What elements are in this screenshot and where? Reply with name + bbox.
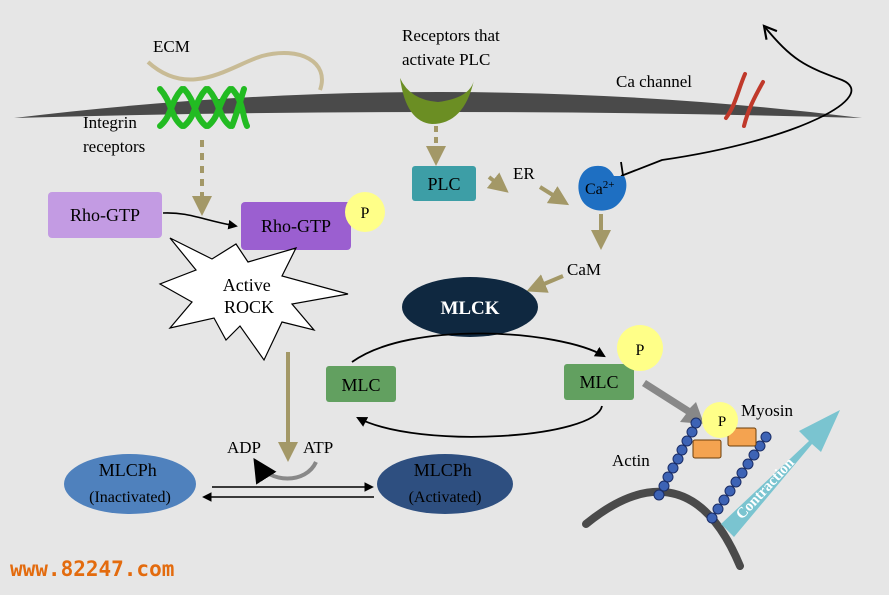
plc-receptors-label: Receptors that activate PLC [402, 26, 504, 69]
mlc-right-label: MLC [579, 372, 618, 392]
rho-phospho-label: P [361, 205, 370, 222]
mlcph-inactive-ellipse [64, 454, 196, 514]
myosin-heads [692, 427, 757, 459]
mlcph-inactive-label: MLCPh (Inactivated) [89, 460, 171, 506]
plc-label: PLC [427, 174, 460, 194]
rho-gtp-active-box [241, 202, 351, 250]
cam-to-mlck-arrow [526, 274, 564, 293]
ecm-fiber [146, 51, 324, 91]
thick-filament [582, 487, 744, 570]
actin-filament-right [706, 431, 772, 524]
ca-label: Ca2+ [585, 179, 615, 198]
rho-activation-arrow [162, 212, 238, 230]
myosin-label: Myosin [741, 401, 793, 420]
rho-phospho-circle [345, 192, 385, 232]
watermark: www.82247.com [10, 557, 174, 581]
mlc-phospho-label: P [636, 342, 645, 359]
rho-gtp-inactive-label: Rho-GTP [70, 205, 140, 225]
rho-gtp-inactive-box [48, 192, 162, 238]
er-label: ER [513, 164, 535, 183]
mlc-to-myosin-arrow [642, 380, 704, 424]
mlc-phosphorylation-arrow [351, 332, 606, 363]
mlc-right-box [564, 364, 634, 400]
ca-channel-label: Ca channel [616, 72, 692, 91]
actin-label: Actin [612, 451, 650, 470]
mlc-left-label: MLC [341, 375, 380, 395]
contraction-arrow [721, 410, 840, 537]
myosin-phospho-circle [702, 402, 738, 438]
plc-receptor [400, 78, 474, 124]
adp-label: ADP [227, 438, 261, 457]
atp-label: ATP [303, 438, 333, 457]
myosin-phospho-label: P [718, 414, 726, 430]
ca-channel [724, 72, 765, 128]
atp-adp-arrow [253, 457, 318, 485]
active-rock-star [158, 237, 349, 362]
ecm-label: ECM [153, 37, 190, 56]
mlck-label: MLCK [440, 298, 499, 319]
er-to-ca-arrow [538, 185, 570, 206]
integrin-receptors [157, 86, 250, 129]
ca-influx-arrow [620, 24, 853, 177]
ca-ion [578, 165, 627, 211]
mlc-dephosphorylation-arrow [356, 405, 603, 438]
rho-gtp-active-label: Rho-GTP [261, 216, 331, 236]
mlc-phospho-circle [617, 325, 663, 371]
mlcph-active-label: MLCPh (Activated) [409, 460, 482, 506]
cam-label: CaM [567, 260, 601, 279]
mlck-ellipse [402, 277, 538, 337]
mlcph-active-ellipse [377, 454, 513, 514]
actin-filament-left [653, 417, 702, 501]
mlc-left-box [326, 366, 396, 402]
plc-to-er-arrow [486, 172, 509, 193]
plc-box [412, 166, 476, 201]
rock-label: Active ROCK [223, 275, 275, 317]
integrin-label: Integrin receptors [83, 113, 145, 156]
